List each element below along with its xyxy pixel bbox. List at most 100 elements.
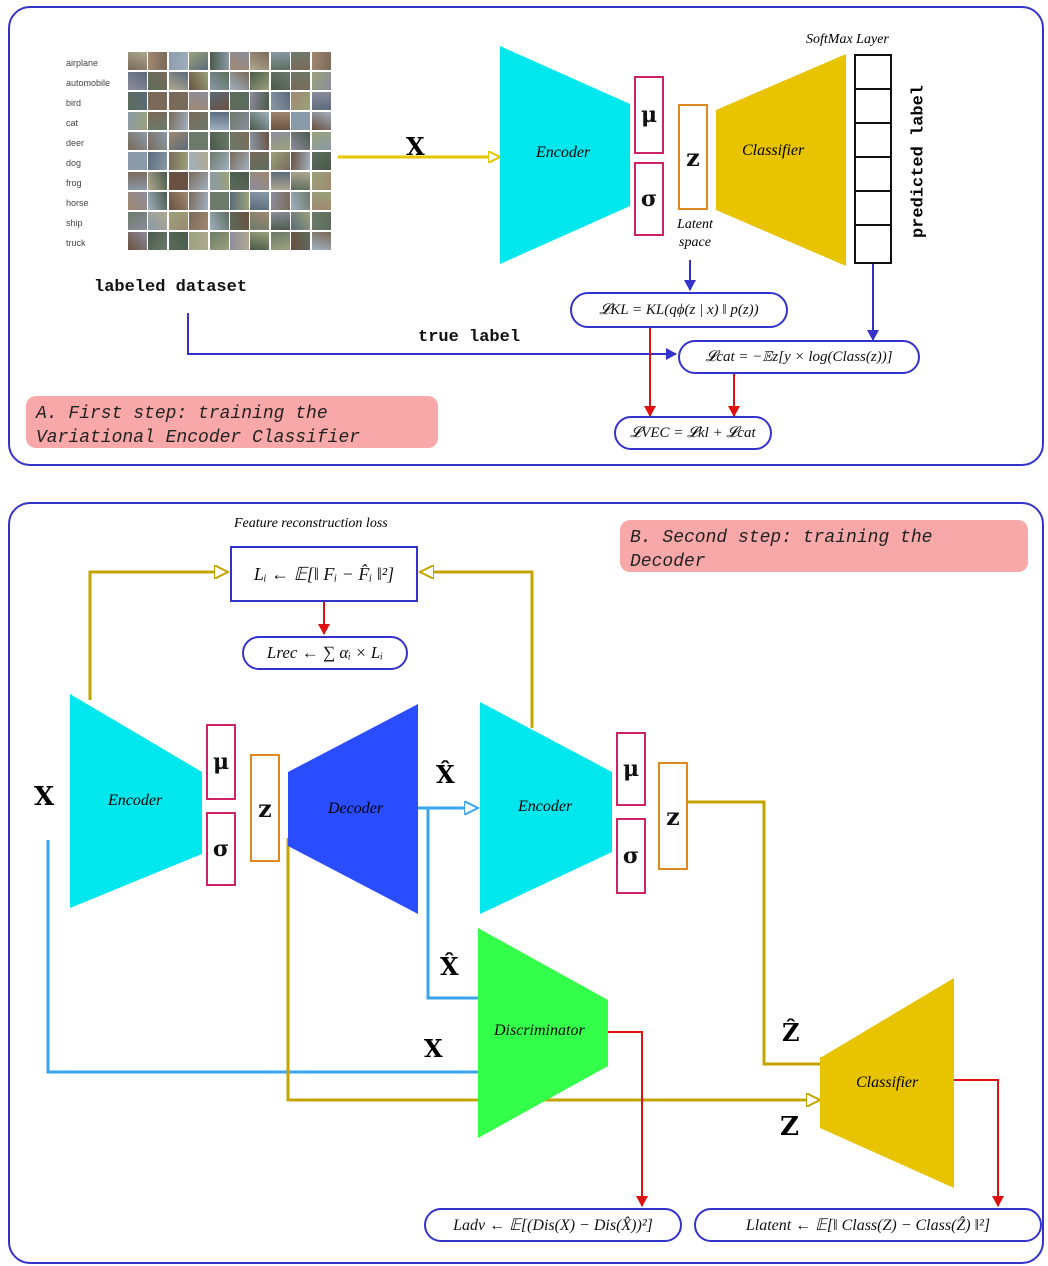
thumbnail <box>311 92 331 110</box>
thumbnail <box>148 212 168 230</box>
thumbnail <box>148 232 168 250</box>
thumbnail <box>189 192 209 210</box>
thumbnail <box>128 212 147 230</box>
encoder1-label: Encoder <box>108 792 163 809</box>
thumbnail <box>209 152 229 170</box>
thumbnail <box>311 212 331 230</box>
thumbnail <box>230 172 249 190</box>
mu-box-b1: μ <box>206 724 236 800</box>
thumbnail <box>189 172 209 190</box>
class-label: dog <box>66 158 82 168</box>
softmax-cell <box>856 192 892 226</box>
xhat-to-discriminator-arrow <box>426 808 498 998</box>
sigma-box: σ <box>634 162 664 236</box>
softmax-cell <box>856 56 892 90</box>
thumbnail <box>189 112 209 130</box>
thumbnail <box>189 52 209 70</box>
decoder-label: Decoder <box>328 800 384 817</box>
thumbnail <box>189 72 209 90</box>
sigma-box-b1: σ <box>206 812 236 886</box>
encoder-label: Encoder <box>536 144 591 161</box>
latent-space-label: Latent space <box>677 217 713 250</box>
thumbnail <box>209 112 229 130</box>
true-label: true label <box>418 328 521 347</box>
thumbnail <box>168 152 188 170</box>
loss-adv-box: Ladv ← 𝔼[(Dis(X) − Dis(X̂))²] <box>424 1208 682 1242</box>
thumbnail <box>311 132 331 150</box>
thumbnail <box>311 232 331 250</box>
thumbnail <box>270 232 290 250</box>
encoder2-label: Encoder <box>518 798 573 815</box>
thumbnail <box>270 132 290 150</box>
encoder-shape <box>500 46 630 264</box>
thumbnail <box>270 172 290 190</box>
thumbnail <box>270 92 290 110</box>
class-label: airplane <box>66 58 99 68</box>
z-box-b2: z <box>658 762 688 870</box>
thumbnail <box>230 92 249 110</box>
class-label: cat <box>66 118 79 128</box>
z-box: z <box>678 104 708 210</box>
thumbnail <box>189 152 209 170</box>
thumbnail <box>270 72 290 90</box>
x-label: X <box>406 132 425 161</box>
class-label: horse <box>66 198 89 208</box>
panel-first-step <box>8 6 1044 466</box>
classifier-b-label: Classifier <box>856 1074 919 1091</box>
dataset-image: airplane automobile bird cat deer dog fr… <box>66 52 332 252</box>
thumbnail <box>311 152 331 170</box>
thumbnail <box>230 132 249 150</box>
thumbnail <box>209 192 229 210</box>
thumbnail <box>250 232 270 250</box>
softmax-label: SoftMax Layer <box>806 32 889 47</box>
thumbnail <box>291 192 311 210</box>
thumbnail <box>168 72 188 90</box>
thumbnail <box>270 152 290 170</box>
thumbnail <box>168 192 188 210</box>
encoder2-shape <box>480 702 612 914</box>
thumbnail <box>189 212 209 230</box>
encoder1-shape <box>70 694 202 908</box>
thumbnail <box>148 192 168 210</box>
softmax-cell <box>856 124 892 158</box>
classifier-shape <box>716 54 846 266</box>
thumbnail <box>230 72 249 90</box>
x-to-discriminator-arrow <box>46 840 498 1072</box>
panel-a-connectors <box>187 0 879 417</box>
thumbnail <box>230 112 249 130</box>
thumbnail <box>230 232 249 250</box>
sigma-box-b2: σ <box>616 818 646 894</box>
loss-latent-box: Llatent ← 𝔼[‖ Class(Z) − Class(Ẑ) ‖²] <box>694 1208 1042 1242</box>
thumbnail <box>168 112 188 130</box>
thumbnail <box>189 132 209 150</box>
thumbnail <box>148 172 168 190</box>
thumbnail <box>209 132 229 150</box>
thumbnail <box>311 72 331 90</box>
thumbnail <box>209 92 229 110</box>
thumbnail <box>270 192 290 210</box>
thumbnail <box>168 232 188 250</box>
x-label-2: X <box>424 1034 443 1063</box>
thumbnail <box>209 72 229 90</box>
true-label-arrow <box>187 313 677 360</box>
loss-cat-box: 𝓛cat = −𝔼z[y × log(Class(z))] <box>678 340 920 374</box>
feature-loss-title: Feature reconstruction loss <box>234 516 388 531</box>
thumbnail <box>230 52 249 70</box>
thumbnail <box>148 152 168 170</box>
thumbnail <box>128 92 147 110</box>
thumbnail <box>230 192 249 210</box>
discriminator-to-adv-arrow <box>604 1031 648 1207</box>
thumbnail <box>311 112 331 130</box>
thumbnail <box>168 212 188 230</box>
decoder-shape <box>288 704 418 914</box>
thumbnail <box>291 232 311 250</box>
thumbnail <box>291 92 311 110</box>
thumbnail <box>291 172 311 190</box>
classifier-to-latent-arrow <box>954 1079 1004 1207</box>
zhat-label: Ẑ <box>782 1018 800 1047</box>
thumbnail <box>128 52 147 70</box>
thumbnail <box>270 212 290 230</box>
thumbnail <box>291 112 311 130</box>
class-label: truck <box>66 238 86 248</box>
